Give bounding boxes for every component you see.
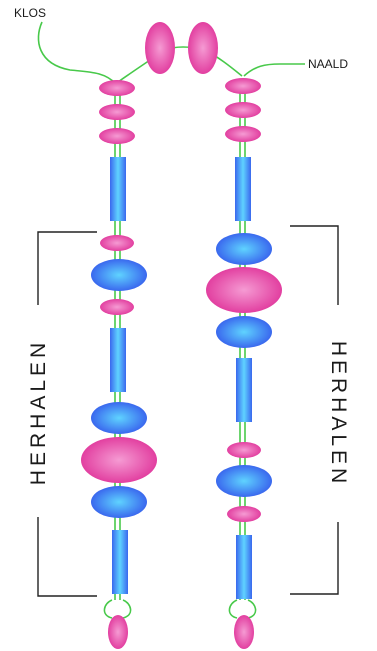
repeat-brackets	[37, 225, 339, 597]
right-column	[206, 78, 282, 649]
medium-blue-bead	[91, 259, 147, 291]
medium-blue-bead	[91, 402, 147, 434]
end-pink-bead	[234, 615, 254, 649]
blue-tube-bead	[110, 157, 126, 221]
medium-blue-bead	[216, 233, 272, 265]
small-pink-bead	[100, 299, 134, 315]
small-pink-bead	[225, 102, 261, 118]
right-bracket	[290, 225, 339, 305]
medium-blue-bead	[91, 486, 147, 518]
blue-tube-bead	[112, 530, 128, 594]
end-pink-bead	[108, 615, 128, 649]
small-pink-bead	[99, 128, 135, 144]
small-pink-bead	[225, 78, 261, 94]
blue-tube-bead	[236, 535, 252, 599]
naald-label: NAALD	[308, 57, 348, 71]
large-pink-bead	[206, 267, 282, 313]
right-bracket	[290, 522, 339, 595]
large-pink-bead	[81, 437, 157, 483]
thread	[37, 21, 305, 619]
repeat-label-left: HERHALEN	[27, 339, 50, 485]
small-pink-bead	[99, 80, 135, 96]
left-bracket	[37, 231, 97, 305]
top-beads	[145, 22, 218, 74]
top-large-pink-bead-left	[145, 22, 175, 74]
blue-tube-bead	[110, 328, 126, 392]
klos-label: KLOS	[14, 6, 46, 20]
blue-tube-bead	[235, 157, 251, 221]
small-pink-bead	[227, 442, 261, 458]
left-bracket	[37, 517, 97, 597]
repeat-label-right: HERHALEN	[327, 341, 350, 487]
left-column	[81, 80, 157, 649]
small-pink-bead	[225, 126, 261, 142]
small-pink-bead	[99, 104, 135, 120]
medium-blue-bead	[216, 316, 272, 348]
top-large-pink-bead-right	[188, 22, 218, 74]
small-pink-bead	[100, 235, 134, 251]
blue-tube-bead	[236, 358, 252, 422]
small-pink-bead	[227, 506, 261, 522]
medium-blue-bead	[216, 465, 272, 497]
